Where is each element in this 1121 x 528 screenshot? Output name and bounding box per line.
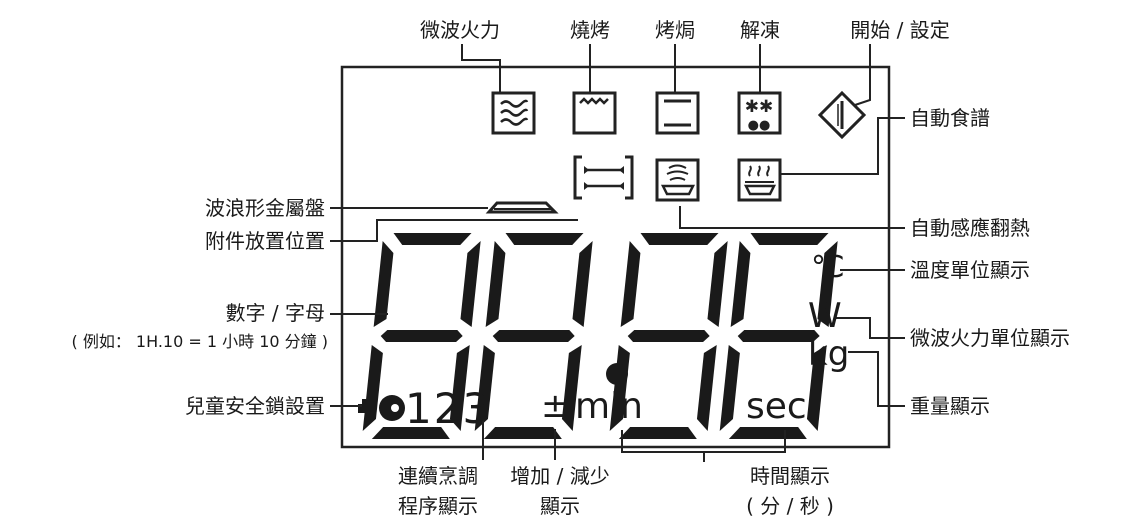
start-set-icon — [817, 90, 867, 140]
kg-unit: kg — [808, 334, 850, 374]
svg-text:●●: ●● — [748, 118, 771, 133]
label-grill: 燒烤 — [570, 18, 610, 42]
label-temp-unit: 溫度單位顯示 — [910, 258, 1030, 282]
microwave-icon — [491, 91, 536, 135]
label-crisp-tray: 波浪形金屬盤 — [205, 196, 325, 220]
celsius-unit: ℃ — [811, 250, 845, 285]
label-auto-menu: 自動食譜 — [910, 106, 990, 130]
grill-icon — [572, 91, 617, 135]
lcd-frame — [340, 65, 891, 449]
label-accessory-position: 附件放置位置 — [205, 229, 325, 253]
label-weight: 重量顯示 — [910, 394, 990, 418]
key-icon — [358, 395, 405, 421]
label-bake: 烤焗 — [655, 18, 695, 42]
accessory-position-icon — [573, 155, 634, 200]
label-plus-minus-line1: 增加 / 減少 — [510, 464, 610, 488]
label-child-lock: 兒童安全鎖設置 — [185, 394, 325, 418]
label-power-unit: 微波火力單位顯示 — [910, 326, 1070, 350]
crisp-tray-icon — [485, 201, 559, 214]
label-digits-line1: 數字 / 字母 — [225, 301, 325, 325]
sensor-reheat-icon — [655, 158, 700, 202]
min-unit: min — [575, 386, 643, 427]
label-multi-stage-line2: 程序顯示 — [398, 494, 478, 518]
label-time-line1: 時間顯示 — [750, 464, 830, 488]
plus-minus-sign: ± — [541, 386, 570, 426]
label-time-line2: ( 分 / 秒 ) — [746, 494, 834, 518]
label-defrost: 解凍 — [740, 18, 780, 42]
sec-unit: sec — [746, 386, 807, 427]
svg-text:✱✱: ✱✱ — [745, 97, 774, 117]
stage-numbers: 123 — [405, 384, 492, 433]
decimal-point — [606, 363, 628, 385]
callout-lines — [330, 44, 905, 462]
watt-unit: W — [808, 296, 842, 336]
defrost-icon: ✱✱ ●● — [737, 91, 782, 135]
label-multi-stage-line1: 連續烹調 — [398, 464, 478, 488]
auto-menu-icon — [737, 158, 782, 202]
label-start-set: 開始 / 設定 — [850, 18, 950, 42]
label-plus-minus-line2: 顯示 — [540, 494, 580, 518]
bake-icon — [655, 91, 700, 135]
label-digits-line2: ( 例如： 1H.10 = 1 小時 10 分鐘 ) — [71, 332, 329, 351]
label-microwave-power: 微波火力 — [420, 18, 500, 42]
label-auto-sensor-reheat: 自動感應翻熱 — [910, 216, 1030, 240]
